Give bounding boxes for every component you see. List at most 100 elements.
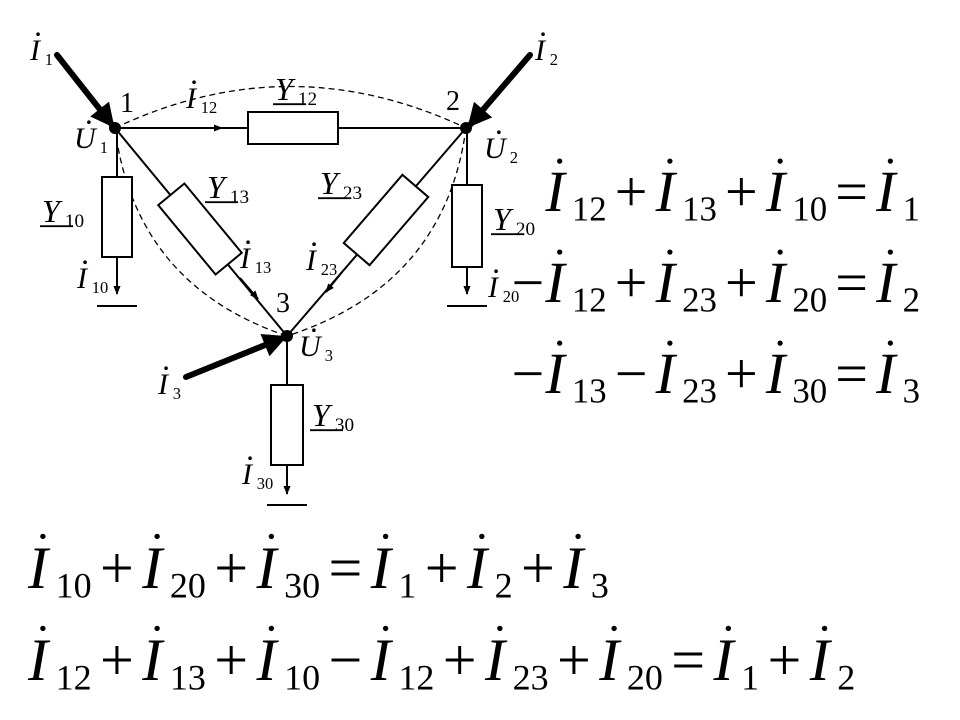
dot-mark <box>497 130 501 134</box>
current-term-subscript: 23 <box>682 371 717 410</box>
dot-mark <box>154 625 160 632</box>
current-term-subscript: 1 <box>903 189 920 228</box>
current-term-symbol: I <box>141 627 165 693</box>
dot-mark <box>497 625 503 632</box>
branch-current-label-20-symbol: I <box>487 271 500 304</box>
arrow-i23 <box>325 271 343 293</box>
node-voltage-label-1-subscript: 1 <box>100 138 108 157</box>
current-term-symbol: I <box>484 627 508 693</box>
operator-sign: − <box>615 341 648 406</box>
admittance-box-10 <box>101 176 133 258</box>
dot-mark <box>494 269 498 274</box>
dot-mark <box>382 625 389 632</box>
branch-current-label-13-subscript: 13 <box>255 258 271 277</box>
dashed-curve-right <box>286 127 467 337</box>
current-term-symbol: I <box>544 159 567 224</box>
current-term-subscript: 30 <box>284 566 320 606</box>
operator-sign: + <box>767 627 801 693</box>
dot-mark <box>541 32 545 36</box>
dot-mark <box>777 249 783 255</box>
injected-current-label-2-symbol: I <box>534 34 547 67</box>
current-term-subscript: 13 <box>170 658 206 698</box>
current-term-subscript: 2 <box>837 658 855 698</box>
admittance-label-23-subscript: 23 <box>343 183 362 204</box>
injected-current-label-3-symbol: I <box>157 368 170 401</box>
equals-sign: = <box>835 250 868 315</box>
dot-mark <box>40 625 46 632</box>
current-term-subscript: 13 <box>682 189 717 228</box>
injected-current-label-2-subscript: 2 <box>550 50 558 69</box>
current-term-symbol: I <box>875 341 898 406</box>
admittance-label-30-subscript: 30 <box>335 415 354 436</box>
operator-sign: + <box>521 535 555 601</box>
dot-mark <box>887 158 893 164</box>
current-term-subscript: 12 <box>572 189 607 228</box>
branch-current-label-10-symbol: I <box>76 262 89 295</box>
current-term-subscript: 13 <box>572 371 607 410</box>
dot-mark <box>821 625 828 632</box>
admittance-label-13-symbol: Y <box>207 169 228 205</box>
branch-current-label-30-symbol: I <box>241 458 254 491</box>
current-term-symbol: I <box>255 627 279 693</box>
node-label-2: 2 <box>446 86 460 117</box>
current-term-symbol: I <box>466 535 490 601</box>
current-term-subscript: 20 <box>792 280 827 319</box>
current-term-symbol: I <box>875 159 898 224</box>
node-voltage-label-3-symbol: U <box>299 330 323 363</box>
dot-mark <box>154 533 160 540</box>
node-voltage-label-3-subscript: 3 <box>325 346 333 365</box>
injected-current-label-1-symbol: I <box>29 34 42 67</box>
operator-sign: + <box>725 159 758 224</box>
dot-mark <box>312 328 316 333</box>
dot-mark <box>312 242 316 246</box>
injection-arrow-2 <box>466 52 533 129</box>
node-voltage-label-2-symbol: U <box>484 132 508 165</box>
dot-mark <box>575 533 581 540</box>
current-term-symbol: I <box>875 250 898 315</box>
dot-mark <box>777 340 783 346</box>
admittance-label-20-symbol: Y <box>493 201 514 237</box>
branch-current-label-23-subscript: 23 <box>321 260 338 279</box>
operator-sign: + <box>425 535 459 601</box>
dot-mark <box>557 340 563 346</box>
node-voltage-label-2-subscript: 2 <box>510 148 518 167</box>
current-term-symbol: I <box>27 535 51 601</box>
operator-sign: + <box>615 159 648 224</box>
equals-sign: = <box>671 627 705 693</box>
node-dot-3 <box>281 330 293 342</box>
current-term-symbol: I <box>141 535 165 601</box>
equals-sign: = <box>328 535 362 601</box>
node-dot-1 <box>109 122 121 134</box>
operator-sign: + <box>100 627 134 693</box>
dot-mark <box>382 533 389 540</box>
injected-current-label-1-subscript: 1 <box>45 50 53 69</box>
current-term-subscript: 3 <box>591 566 609 606</box>
operator-sign: − <box>512 341 545 406</box>
branch-current-label-30-subscript: 30 <box>257 474 274 493</box>
admittance-box-20 <box>451 184 483 268</box>
operator-sign: + <box>557 627 591 693</box>
dot-mark <box>887 340 893 346</box>
